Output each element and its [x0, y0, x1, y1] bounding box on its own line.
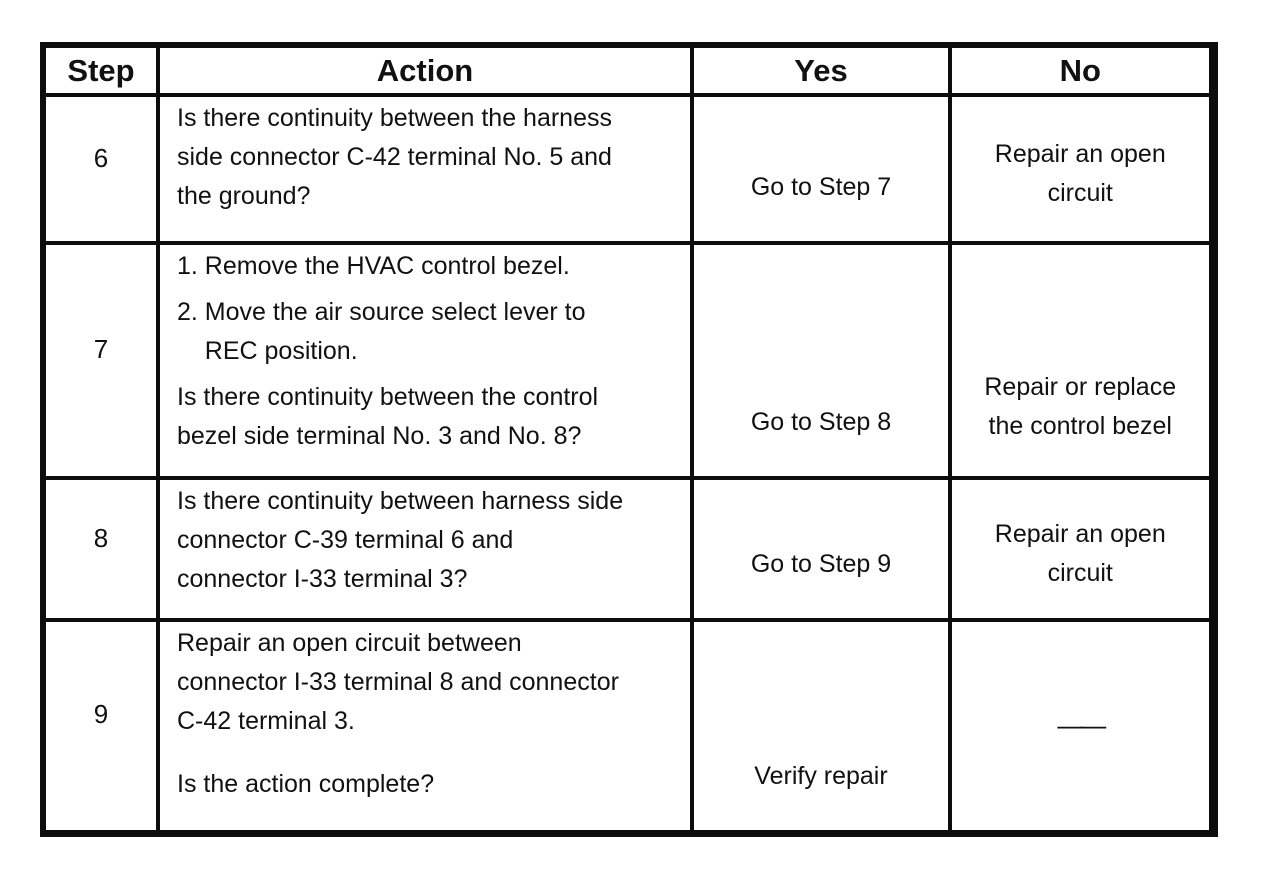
action-paragraph: Is there continuity between the harness … [177, 104, 612, 210]
column-header-yes: Yes [690, 43, 952, 97]
yes-cell: Verify repair [690, 618, 952, 835]
action-paragraph: Is the action complete? [177, 770, 435, 798]
action-cell: 1. Remove the HVAC control bezel. 2. Move… [156, 241, 694, 480]
action-cell: Is there continuity between harness side… [156, 476, 694, 622]
action-cell: Repair an open circuit between connector… [156, 618, 694, 835]
no-cell: Repair or replace the control bezel [948, 241, 1215, 480]
step-cell: 9 [41, 618, 160, 835]
yes-cell: Go to Step 8 [690, 241, 952, 480]
action-paragraph: 1. Remove the HVAC control bezel. [177, 252, 570, 280]
step-cell: 6 [41, 93, 160, 245]
action-paragraph: Repair an open circuit between connector… [177, 629, 619, 735]
yes-cell: Go to Step 9 [690, 476, 952, 622]
no-cell: Repair an open circuit [948, 93, 1215, 245]
column-header-step: Step [41, 43, 160, 97]
step-cell: 7 [41, 241, 160, 480]
header-row: Step Action Yes No [41, 43, 1215, 97]
no-cell: —— [948, 618, 1215, 835]
table-row: 7 1. Remove the HVAC control bezel. 2. Mov… [41, 241, 1215, 480]
action-paragraph: 2. Move the air source select lever to R… [177, 298, 586, 365]
column-header-no: No [948, 43, 1215, 97]
table-header: Step Action Yes No [41, 43, 1215, 97]
no-cell: Repair an open circuit [948, 476, 1215, 622]
action-cell: Is there continuity between the harness … [156, 93, 694, 245]
step-cell: 8 [41, 476, 160, 622]
yes-cell: Go to Step 7 [690, 93, 952, 245]
action-paragraph: Is there continuity between harness side… [177, 487, 624, 593]
action-paragraph: Is there continuity between the control … [177, 383, 599, 450]
column-header-action: Action [156, 43, 694, 97]
